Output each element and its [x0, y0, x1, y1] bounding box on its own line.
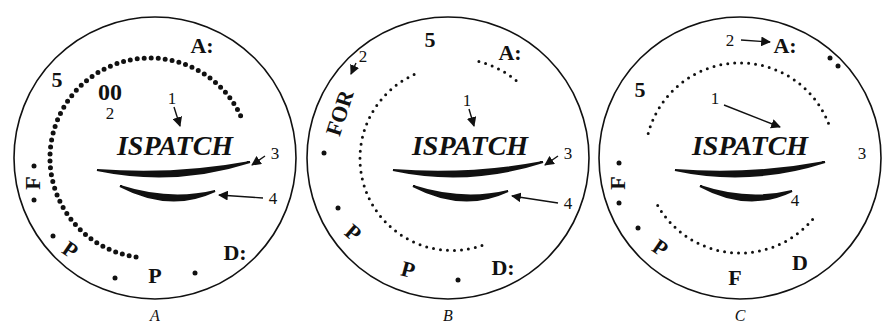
- postmark-letter: F: [22, 176, 44, 189]
- postmark-letter: D:: [491, 257, 514, 279]
- postmark-word: ISPATCH: [117, 132, 233, 160]
- postmark-letter: P: [399, 258, 418, 283]
- postmark-numeral: 00: [98, 80, 122, 104]
- postmark-b-art: [322, 61, 559, 282]
- postmark-word: ISPATCH: [412, 132, 528, 160]
- postmark-letter: 5: [52, 69, 63, 91]
- figure-caption: C: [735, 308, 746, 324]
- postmark-c-art: [617, 40, 841, 253]
- callout-number: 2: [106, 105, 115, 122]
- postmark-letter: P: [341, 220, 365, 246]
- postmark-circle: 2A:51ISPATCH34FPFDC: [598, 16, 882, 300]
- postmark-word: ISPATCH: [692, 132, 808, 160]
- postmark-letter: F: [728, 267, 741, 289]
- callout-number: 4: [791, 192, 800, 209]
- postmark-letter: P: [648, 235, 672, 261]
- postmark-letter: FOR: [322, 88, 357, 139]
- postmark-letter: F: [607, 176, 629, 189]
- postmark-letter: 5: [635, 79, 646, 101]
- callout-number: 1: [168, 90, 177, 107]
- callout-number: 1: [711, 90, 720, 107]
- postmark-letter: D: [792, 252, 808, 274]
- callout-number: 3: [271, 145, 280, 162]
- figure-caption: A: [150, 308, 160, 324]
- callout-number: 3: [858, 145, 867, 162]
- callout-number: 3: [564, 145, 573, 162]
- postmark-letter: A:: [773, 35, 796, 57]
- callout-number: 2: [726, 32, 735, 49]
- postmark-letter: A:: [190, 35, 213, 57]
- callout-number: 1: [463, 92, 472, 109]
- postmark-letter: 5: [425, 29, 436, 51]
- postmark-letter: D:: [223, 242, 246, 264]
- callout-number: 4: [269, 190, 278, 207]
- postmark-letter: A:: [498, 42, 521, 64]
- callout-number: 4: [564, 195, 573, 212]
- callout-number: 2: [359, 48, 368, 65]
- postmark-a-art: [32, 58, 266, 281]
- postmark-letter: P: [58, 237, 82, 263]
- figure-caption: B: [443, 308, 453, 324]
- postmark-letter: P: [148, 265, 161, 287]
- postmark-circle: 5A:FOR21ISPATCH34PPD:B: [306, 16, 590, 300]
- postmark-circle: A:50021ISPATCH34FPPD:A: [13, 16, 297, 300]
